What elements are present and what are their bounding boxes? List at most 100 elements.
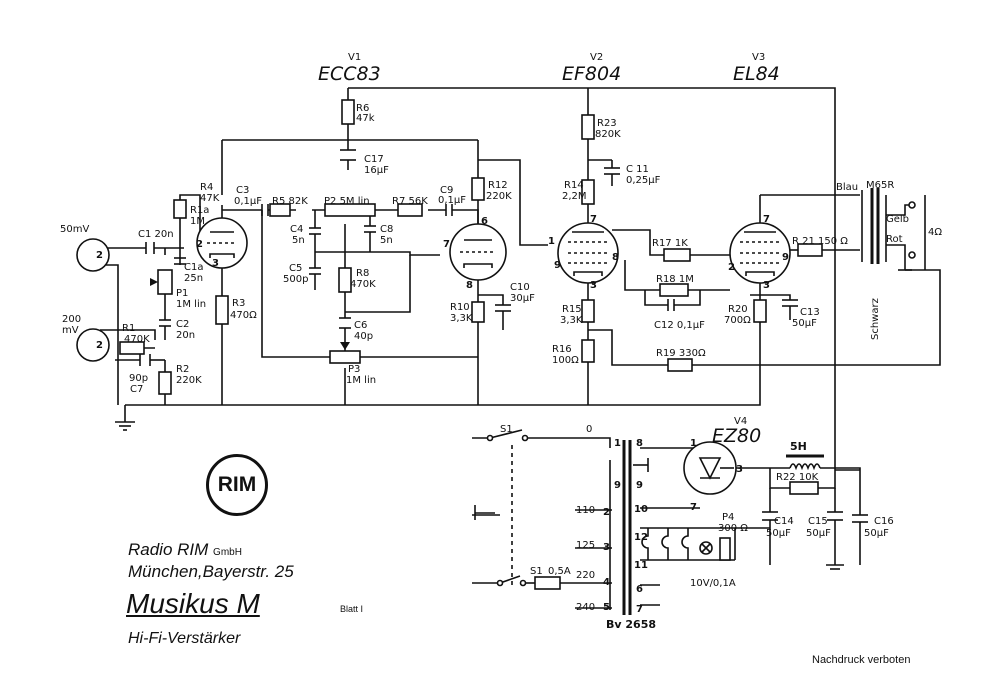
svg-text:R2: R2 bbox=[176, 364, 189, 375]
svg-text:820K: 820K bbox=[595, 129, 621, 140]
svg-text:R20: R20 bbox=[728, 304, 748, 315]
svg-text:2: 2 bbox=[728, 262, 735, 273]
svg-text:3: 3 bbox=[212, 258, 219, 269]
svg-text:2,2M: 2,2M bbox=[562, 191, 587, 202]
choke bbox=[786, 454, 824, 471]
output-terminal bbox=[908, 251, 916, 259]
svg-text:240: 240 bbox=[576, 602, 595, 613]
svg-text:C12 0,1µF: C12 0,1µF bbox=[654, 320, 705, 331]
svg-text:1: 1 bbox=[548, 236, 555, 247]
svg-text:R3: R3 bbox=[232, 298, 245, 309]
svg-text:R6: R6 bbox=[356, 103, 369, 114]
sheet-number: Blatt I bbox=[340, 604, 364, 614]
svg-text:5n: 5n bbox=[380, 235, 393, 246]
svg-text:4Ω: 4Ω bbox=[928, 227, 942, 238]
svg-text:4: 4 bbox=[603, 577, 610, 588]
svg-text:1M: 1M bbox=[190, 216, 205, 227]
svg-text:1M lin: 1M lin bbox=[176, 299, 206, 310]
company-name-text: Radio RIM bbox=[128, 540, 209, 559]
tube-type-v3: EL84 bbox=[733, 63, 780, 85]
svg-text:5n: 5n bbox=[292, 235, 305, 246]
svg-text:2: 2 bbox=[96, 250, 103, 261]
svg-text:10: 10 bbox=[634, 504, 648, 515]
svg-text:125: 125 bbox=[576, 540, 595, 551]
svg-text:R1a: R1a bbox=[190, 205, 209, 216]
tube-v1a bbox=[196, 217, 248, 269]
svg-text:3: 3 bbox=[603, 542, 610, 553]
svg-text:11: 11 bbox=[634, 560, 648, 571]
svg-text:8: 8 bbox=[636, 438, 643, 449]
svg-text:C3: C3 bbox=[236, 185, 249, 196]
svg-text:470Ω: 470Ω bbox=[230, 310, 257, 321]
svg-text:6: 6 bbox=[481, 216, 488, 227]
svg-text:7: 7 bbox=[636, 604, 643, 615]
svg-text:R4: R4 bbox=[200, 182, 213, 193]
svg-text:C1 20n: C1 20n bbox=[138, 229, 174, 240]
svg-text:12: 12 bbox=[634, 532, 648, 543]
svg-text:10V/0,1A: 10V/0,1A bbox=[690, 578, 736, 589]
output-terminal bbox=[908, 201, 916, 209]
svg-text:5: 5 bbox=[603, 602, 610, 613]
tube-type-v2: EF804 bbox=[562, 63, 621, 85]
svg-text:7: 7 bbox=[590, 214, 597, 225]
svg-text:0,1µF: 0,1µF bbox=[438, 195, 466, 206]
svg-text:R7 56K: R7 56K bbox=[392, 196, 428, 207]
svg-text:100Ω: 100Ω bbox=[552, 355, 579, 366]
svg-text:C1a: C1a bbox=[184, 262, 203, 273]
svg-text:C4: C4 bbox=[290, 224, 303, 235]
fuse bbox=[534, 576, 561, 590]
svg-text:50µF: 50µF bbox=[792, 318, 817, 329]
svg-text:50mV: 50mV bbox=[60, 224, 89, 235]
svg-text:0,1µF: 0,1µF bbox=[234, 196, 262, 207]
svg-text:700Ω: 700Ω bbox=[724, 315, 751, 326]
svg-text:47K: 47K bbox=[200, 193, 220, 204]
svg-text:Bv 2658: Bv 2658 bbox=[606, 618, 656, 631]
svg-text:9: 9 bbox=[636, 480, 643, 491]
svg-text:R23: R23 bbox=[597, 118, 617, 129]
svg-text:16µF: 16µF bbox=[364, 165, 389, 176]
svg-text:Rot: Rot bbox=[886, 234, 903, 245]
svg-text:200: 200 bbox=[62, 314, 81, 325]
svg-text:470K: 470K bbox=[350, 279, 376, 290]
svg-text:1: 1 bbox=[614, 438, 621, 449]
capacitors bbox=[139, 149, 868, 523]
mains-switch bbox=[486, 429, 529, 587]
svg-text:Schwarz: Schwarz bbox=[870, 298, 881, 340]
wiring bbox=[100, 87, 941, 615]
svg-text:1: 1 bbox=[690, 438, 697, 449]
svg-text:300 Ω: 300 Ω bbox=[718, 523, 748, 534]
svg-text:8: 8 bbox=[466, 280, 473, 291]
company-name: Radio RIM GmbH bbox=[128, 540, 242, 560]
company-suffix: GmbH bbox=[213, 547, 242, 558]
svg-text:470K: 470K bbox=[124, 334, 150, 345]
tube-v2 bbox=[557, 222, 619, 284]
svg-text:C15: C15 bbox=[808, 516, 828, 527]
svg-text:7: 7 bbox=[763, 214, 770, 225]
svg-text:220K: 220K bbox=[486, 191, 512, 202]
svg-text:0: 0 bbox=[586, 424, 592, 435]
svg-text:Blau: Blau bbox=[836, 182, 858, 193]
svg-text:C14: C14 bbox=[774, 516, 794, 527]
svg-text:90p: 90p bbox=[129, 373, 148, 384]
svg-text:C8: C8 bbox=[380, 224, 393, 235]
svg-text:3: 3 bbox=[590, 280, 597, 291]
svg-text:2: 2 bbox=[603, 507, 610, 518]
svg-text:0,5A: 0,5A bbox=[548, 566, 571, 577]
svg-text:2: 2 bbox=[96, 340, 103, 351]
svg-text:C10: C10 bbox=[510, 282, 530, 293]
svg-text:0,25µF: 0,25µF bbox=[626, 175, 661, 186]
svg-text:R 21 150 Ω: R 21 150 Ω bbox=[792, 236, 848, 247]
svg-text:C17: C17 bbox=[364, 154, 384, 165]
title-block: RIM Radio RIM GmbH München,Bayerstr. 25 … bbox=[118, 448, 418, 658]
svg-text:mV: mV bbox=[62, 325, 79, 336]
heater-coils bbox=[641, 528, 689, 560]
svg-text:3: 3 bbox=[763, 280, 770, 291]
svg-text:P4: P4 bbox=[722, 512, 734, 523]
svg-text:R17 1K: R17 1K bbox=[652, 238, 688, 249]
svg-text:1M lin: 1M lin bbox=[346, 375, 376, 386]
svg-text:50µF: 50µF bbox=[806, 528, 831, 539]
svg-text:M65R: M65R bbox=[866, 180, 894, 191]
svg-text:R5 82K: R5 82K bbox=[272, 196, 308, 207]
svg-text:R8: R8 bbox=[356, 268, 369, 279]
svg-text:R15: R15 bbox=[562, 304, 582, 315]
